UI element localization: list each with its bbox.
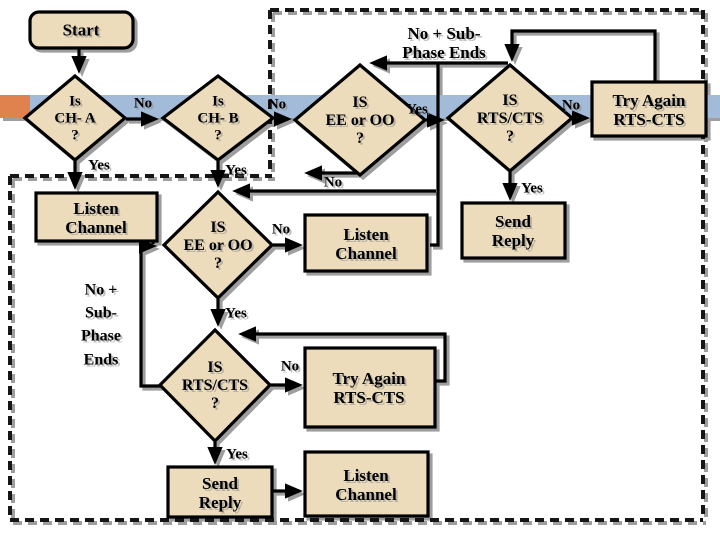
edge-label-ch-a-no: No — [133, 95, 153, 112]
edge-label-rts-cts-top-no: No — [561, 97, 581, 114]
process-try-again-bottom — [303, 346, 437, 429]
label-line: Is — [69, 93, 81, 110]
label-line: Send — [202, 473, 238, 493]
decision-is-ch-a-label: Is CH- A ? — [54, 94, 95, 145]
label-line: CH- A — [54, 110, 96, 127]
label-line: RTS-CTS — [613, 110, 685, 129]
label-line: Try Again — [612, 90, 686, 110]
process-try-again-top — [590, 80, 708, 138]
label-line: Channel — [335, 485, 397, 504]
label-line: Phase — [81, 328, 121, 345]
label-line: Sub- — [84, 304, 118, 322]
process-listen-channel-left-label: Listen Channel — [65, 199, 126, 237]
decision-is-ee-oo-mid-label: IS EE or OO ? — [183, 219, 252, 273]
edge-label-ch-b-yes: Yes — [225, 162, 247, 179]
decision-is-ch-b — [160, 73, 276, 163]
decision-is-ch-a — [22, 73, 128, 163]
edge-label-ch-a-yes: Yes — [88, 157, 110, 174]
orange-phase-band — [0, 95, 30, 118]
label-line: Channel — [335, 244, 397, 263]
edge-label-ee-oo-top-yes: Yes — [406, 101, 428, 118]
label-line: IS — [210, 218, 226, 236]
label-line: ? — [210, 395, 219, 413]
label-line: Reply — [491, 231, 535, 250]
edge-label-ee-oo-mid-no: No — [271, 221, 291, 238]
edge-label-rts-cts-top-yes: Yes — [521, 180, 543, 197]
edge-label-ee-oo-mid-yes: Yes — [225, 305, 247, 322]
decision-is-rts-cts-bottom-label: IS RTS/CTS ? — [182, 359, 248, 413]
process-listen-channel-bottom-label: Listen Channel — [335, 466, 396, 504]
process-listen-channel-mid — [303, 213, 429, 273]
label-line: Send — [495, 211, 531, 231]
decision-is-rts-cts-bottom — [157, 327, 273, 444]
label-line: ? — [505, 128, 514, 146]
label-line: Ends — [83, 351, 119, 369]
label-line: Is — [212, 93, 224, 110]
process-send-reply-mid-label: Send Reply — [492, 212, 535, 250]
edge-label-ee-oo-top-no: No — [323, 174, 343, 191]
annotation-no-subphase-ends-left: No + Sub- Phase Ends — [81, 279, 121, 372]
decision-is-rts-cts-top — [445, 62, 575, 174]
process-send-reply-bottom-label: Send Reply — [199, 474, 242, 512]
edge-label-rts-cts-bottom-no: No — [280, 358, 300, 375]
start-node — [28, 10, 135, 50]
label-line: ? — [214, 127, 222, 144]
label-line: IS — [207, 358, 223, 376]
dashed-phase-borders — [8, 8, 705, 522]
label-line: ? — [71, 127, 79, 144]
label-line: Phase Ends — [402, 43, 486, 62]
process-listen-channel-left — [34, 191, 159, 243]
label-line: Reply — [198, 493, 242, 512]
label-line: Listen — [73, 198, 119, 218]
label-line: No + — [84, 281, 118, 299]
edge-try-again-bottom-feedback — [238, 326, 447, 383]
start-label: Start — [62, 20, 100, 40]
process-try-again-bottom-label: Try Again RTS-CTS — [333, 369, 406, 407]
edge-subphase-drop-line — [430, 63, 440, 247]
label-line: No + Sub- — [407, 23, 481, 43]
label-line: EE or OO — [325, 111, 395, 129]
label-line: Listen — [343, 224, 389, 244]
process-try-again-top-label: Try Again RTS-CTS — [613, 91, 686, 129]
process-listen-channel-mid-label: Listen Channel — [335, 225, 396, 263]
label-line: EE or OO — [183, 236, 253, 254]
process-listen-channel-bottom — [303, 450, 430, 518]
label-line: IS — [502, 91, 518, 109]
label-line: RTS/CTS — [476, 109, 544, 127]
label-line: ? — [213, 255, 222, 273]
label-line: CH- B — [197, 110, 239, 127]
label-line: Try Again — [332, 368, 406, 388]
label-line: Listen — [343, 465, 389, 485]
label-line: IS — [352, 93, 368, 111]
edge-label-ch-b-no: No — [267, 96, 287, 113]
edge-no-subphase-left-feedback — [138, 238, 161, 388]
decision-is-ee-oo-top-label: IS EE or OO ? — [325, 94, 394, 148]
label-line: RTS-CTS — [333, 388, 405, 407]
flow-shapes — [22, 10, 708, 519]
process-send-reply-mid — [460, 201, 567, 260]
process-send-reply-bottom — [166, 465, 274, 519]
decision-is-ch-b-label: Is CH- B ? — [197, 94, 238, 145]
flow-connectors — [67, 29, 657, 499]
decision-is-rts-cts-top-label: IS RTS/CTS ? — [477, 92, 543, 146]
decision-is-ee-oo-top — [292, 62, 428, 178]
edge-try-again-top-feedback — [504, 29, 657, 82]
label-line: RTS/CTS — [181, 376, 249, 394]
edge-label-rts-cts-bottom-yes: Yes — [226, 446, 248, 463]
label-line: Channel — [65, 218, 127, 237]
decision-is-ee-oo-mid — [161, 189, 275, 301]
annotation-no-subphase-ends-top: No + Sub- Phase Ends — [402, 24, 486, 62]
label-line: ? — [355, 130, 364, 148]
